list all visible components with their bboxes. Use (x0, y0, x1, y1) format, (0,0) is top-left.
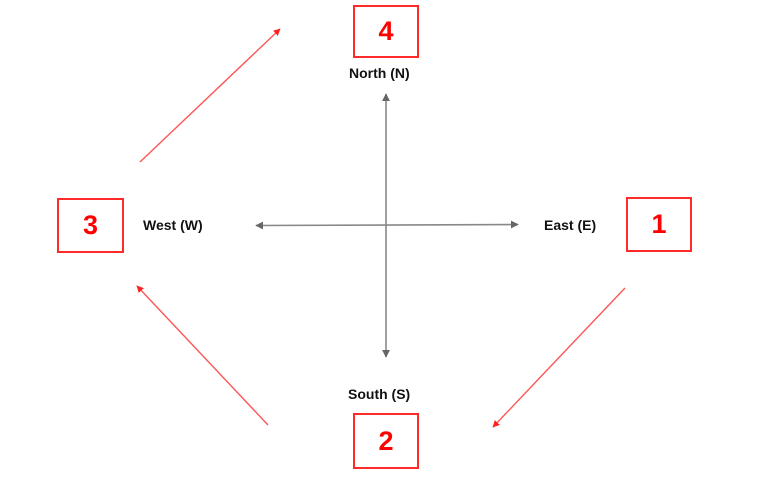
arrow-east-to-south (492, 287, 626, 428)
step-box-south: 2 (353, 413, 419, 469)
step-number-north: 4 (378, 16, 394, 46)
step-number-west: 3 (82, 210, 99, 240)
step-box-east: 1 (626, 197, 692, 252)
label-north: North (N) (349, 65, 410, 81)
label-south: South (S) (348, 386, 411, 402)
step-number-south: 2 (378, 425, 394, 456)
step-box-west: 3 (57, 198, 124, 253)
label-east: East (E) (544, 217, 597, 233)
step-number-east: 1 (651, 209, 667, 239)
arrow-west-to-north (139, 28, 281, 163)
step-box-north: 4 (353, 5, 419, 58)
west-east-axis-arrow (255, 220, 519, 230)
arrow-south-to-west (136, 285, 269, 426)
label-west: West (W) (143, 217, 203, 233)
